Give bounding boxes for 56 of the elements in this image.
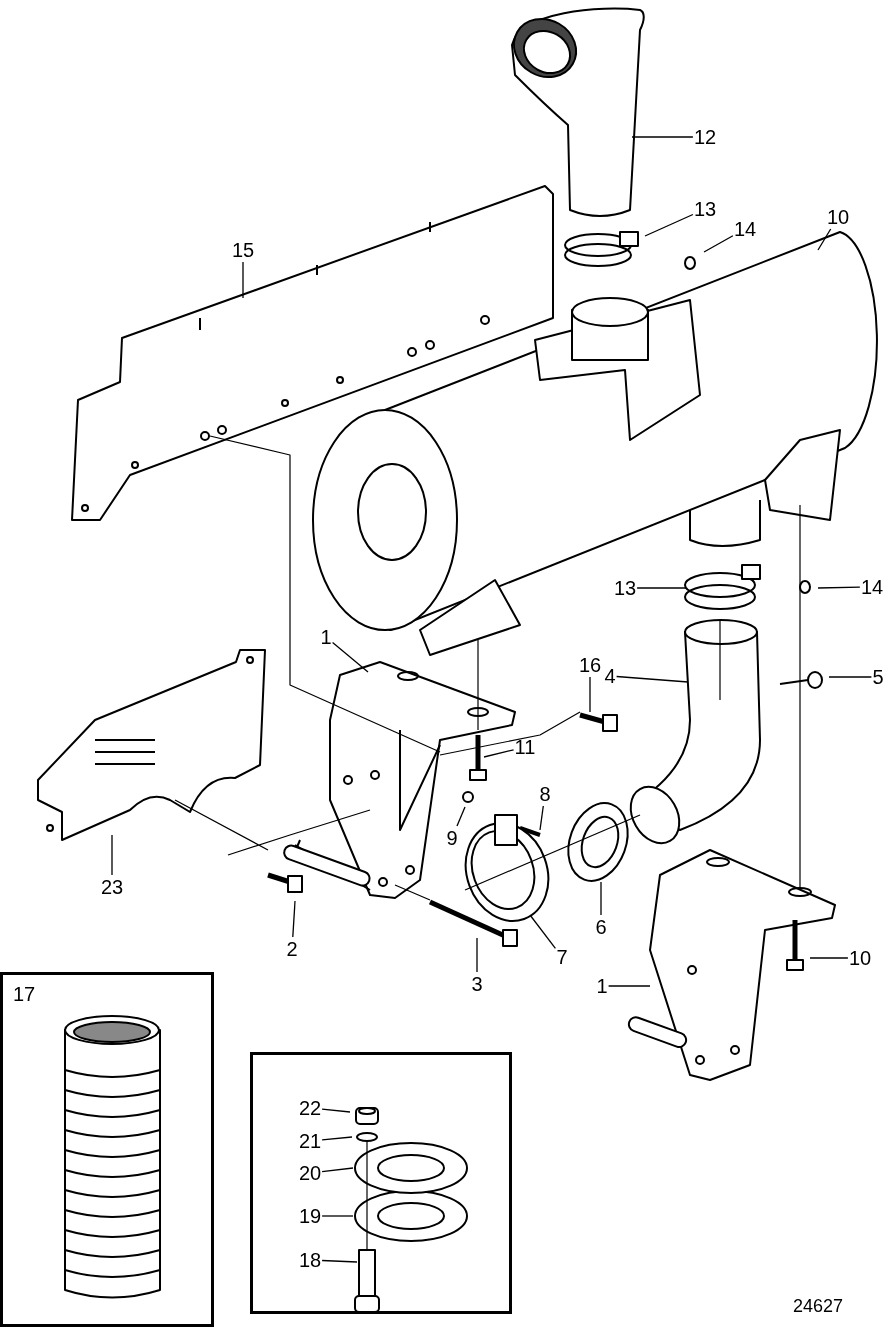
callout-number: 20 [298,1162,322,1184]
leader-line [817,586,861,589]
callout-number: 10 [826,206,850,228]
callout-number: 2 [286,938,298,960]
callout-number: 4 [604,665,616,687]
callout-number: 11 [514,736,536,758]
inset-frame [250,1052,512,1314]
leader-line [631,136,694,138]
leader-line [321,1215,354,1217]
callout-number: 5 [872,666,884,688]
leader-line [321,1167,354,1173]
callout-number: 7 [556,946,568,968]
leader-line [321,1108,351,1113]
leader-line [242,261,244,299]
leader-line [529,914,557,950]
callout-number: 6 [595,916,607,938]
inset-frame [0,972,214,1327]
callout-number: 13 [693,198,717,220]
callout-number: 14 [733,218,757,240]
callout-number: 19 [298,1205,322,1227]
callout-number: 22 [298,1097,322,1119]
leader-line [607,985,651,987]
leader-line [817,228,832,251]
callout-number: 12 [693,126,717,148]
callout-number: 10 [848,947,872,969]
callout-number: 8 [539,783,551,805]
leader-line [636,587,687,589]
callout-number: 1 [596,975,608,997]
leader-line [456,806,466,827]
leader-line [644,213,694,237]
callout-number: 13 [613,577,637,599]
leader-line [321,1259,358,1263]
leader-line [703,235,734,253]
leader-line [539,805,544,831]
leader-line [111,834,113,876]
leader-line [331,641,369,673]
leader-line [589,676,591,713]
drawing-number: 24627 [792,1295,844,1317]
leader-line [615,675,689,683]
callout-number: 16 [578,654,602,676]
leader-line [321,1136,353,1141]
callout-number: 9 [446,827,458,849]
callout-number: 17 [13,983,36,1005]
leader-line [809,957,849,959]
leader-line [476,937,478,973]
callout-number: 14 [860,576,884,598]
leader-line [828,676,873,678]
callout-number: 1 [320,626,332,648]
leader-line [292,900,296,938]
callout-number: 15 [231,239,255,261]
callout-number: 23 [100,876,124,898]
callout-number: 18 [298,1249,322,1271]
callout-number: 21 [298,1130,322,1152]
callout-number: 3 [471,973,483,995]
leader-line [483,749,515,758]
leader-line [600,881,602,916]
